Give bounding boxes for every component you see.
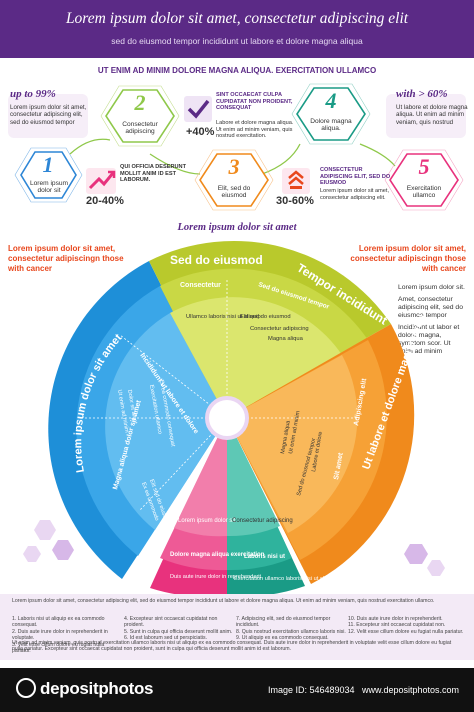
step-hex-3[interactable] <box>194 149 274 211</box>
hex-decorations <box>23 520 445 576</box>
orange-inner-label: Sit amet <box>333 452 345 481</box>
footnote-col-2: 4. Excepteur sint occaecat cupidatat non… <box>124 616 234 642</box>
double-arrow-up-icon <box>282 168 310 194</box>
step-number-5: 5 <box>418 154 430 179</box>
footnote-item: 6. Id est laborum sed ut perspiciatis. <box>124 635 208 642</box>
steps-diagram <box>8 83 466 211</box>
footnote-item: 10. Duis aute irure dolor in reprehender… <box>348 616 443 622</box>
lime-outer-label-a: Sed do eiusmod <box>170 253 263 267</box>
right-list-item-3: Incididunt ut labor et dolore magna, sym… <box>398 324 460 355</box>
lime-note-2: Elit sed do eiusmod <box>240 314 291 320</box>
stat-a-value: 20-40% <box>86 195 124 207</box>
blue-note-3: Dolor sit amet <box>126 389 138 424</box>
footnote-item: 8. Quis nostrud exercitation ullamco lab… <box>236 628 346 635</box>
footnote-outro: Ut enim ad minim veniam, quis nostrud ex… <box>12 640 452 653</box>
teal-label-c: Exercitation ullamco laboris nisi ut ali… <box>234 576 336 582</box>
lime-mid-label-a: Consectetur <box>180 282 221 289</box>
step-label-3: Elit, sed do eiusmod <box>217 185 251 200</box>
footnote-item: 7. Adipiscing elit, sed do eiusmod tempo… <box>236 616 331 629</box>
footnote-item: 4. Excepteur sint occaecat cupidatat non… <box>124 616 218 629</box>
right-note: Lorem ipsum dolor sit amet, consectetur … <box>350 244 466 273</box>
pink-label-c: Duis aute irure dolor in reprehenderit <box>170 574 262 580</box>
footnote-item: 3. Velit esse cillum dolore eu fugiat nu… <box>12 641 105 655</box>
trend-up-icon <box>86 168 116 194</box>
header-banner: Lorem ipsum dolor sit amet, consectetur … <box>0 0 474 58</box>
up-to-box <box>8 94 88 138</box>
left-note: Lorem ipsum dolor sit amet, consectetur … <box>8 244 124 273</box>
pink-label-a: Lorem ipsum dolor sit <box>178 518 236 524</box>
footnotes: Lorem ipsum dolor sit amet, consectetur … <box>0 594 474 660</box>
with-more-box <box>386 94 466 138</box>
stat-c-value: 30-60% <box>276 195 314 207</box>
right-list: Lorem ipsum dolor sit. Amet, consectetur… <box>398 284 466 356</box>
step-label-4: Dolore magna aliqua. <box>310 118 352 133</box>
stat-b-heading: SINT OCCAECAT CULPA CUPIDATAT NON PROIDE… <box>216 92 293 112</box>
footnote-col-4: 10. Duis aute irure dolor in reprehender… <box>348 616 464 635</box>
lime-note-3: Magna aliqua <box>268 336 304 342</box>
right-list-item-1: Lorem ipsum dolor sit. <box>398 284 465 291</box>
step-hex-2[interactable] <box>100 85 180 147</box>
step-number-1: 1 <box>42 152 54 177</box>
footnote-item: 2. Duis aute irure dolor in reprehenderi… <box>12 628 108 642</box>
up-to-text: Lorem ipsum dolor sit amet, consectetur … <box>10 104 87 126</box>
step-label-5: Exercitation ullamco <box>406 185 442 200</box>
step-number-3: 3 <box>228 154 240 179</box>
footnote-item: 12. Velit esse cillum dolore eu fugiat n… <box>348 628 464 635</box>
footnote-col-3: 7. Adipiscing elit, sed do eiusmod tempo… <box>236 616 346 642</box>
stat-c-text: Lorem ipsum dolor sit amet, consectetur … <box>320 188 390 201</box>
brand-bar: depositphotos Image ID: 546489034 www.de… <box>0 668 474 712</box>
brand-logo-text: depositphotos <box>40 679 154 698</box>
lime-note-1: Ullamco laboris nisi ut aliquip <box>186 314 261 320</box>
step-hex-4[interactable] <box>291 83 371 145</box>
with-more-title: with > 60% <box>396 88 448 100</box>
step-number-2: 2 <box>134 90 146 115</box>
footnote-col-1: 1. Laboris nisi ut aliquip ex ea commodo… <box>12 616 122 654</box>
teal-label-a: Consectetur adipiscing <box>232 518 293 524</box>
step-hex-5[interactable] <box>384 149 464 211</box>
checkmark-icon <box>184 96 212 122</box>
image-id: Image ID: 546489034 <box>268 685 355 695</box>
wheel-diagram: Lorem ipsum dolor sit amet Sed do eiusmo… <box>23 240 445 595</box>
orange-note-4: Magna aliqua <box>280 419 292 454</box>
up-to-title: up to 99% <box>10 88 56 100</box>
right-list-item-2: Amet, consectetur adipiscing elit, sed d… <box>398 296 463 319</box>
footnote-item: 1. Laboris nisi ut aliquip ex ea commodo… <box>12 616 105 629</box>
stat-b-text: Labore et dolore magna aliqua. Ut enim a… <box>216 120 294 140</box>
step-label-2: Consectetur adipiscing <box>122 121 158 136</box>
step-hex-1[interactable] <box>14 147 83 203</box>
step-label-1: Lorem ipsum dolor sit <box>29 180 69 195</box>
pink-label-b: Dolore magna aliqua exercitation <box>170 552 265 558</box>
section-headline: UT ENIM AD MINIM DOLORE MAGNA ALIQUA. EX… <box>97 66 377 75</box>
with-more-text: Ut labore et dolore magna aliqua. Ut eni… <box>396 104 468 126</box>
page-title: Lorem ipsum dolor sit amet, consectetur … <box>65 10 409 27</box>
step-number-4: 4 <box>325 88 337 113</box>
footnote-item: 5. Sunt in culpa qui officia deserunt mo… <box>124 628 233 635</box>
stat-a-heading: QUI OFFICIA DESERUNT MOLLIT ANIM ID EST … <box>120 164 186 184</box>
footnote-item: 9. Ut aliquip ex ea commodo consequat. <box>236 635 329 642</box>
teal-label-b: Laboris nisi ut <box>244 554 285 560</box>
wheel-hub <box>205 396 249 440</box>
lime-note-4: Consectetur adipiscing <box>250 326 309 332</box>
logo-mark-icon <box>16 678 36 698</box>
brand-logo[interactable]: depositphotos <box>16 678 154 699</box>
wheel-title: Lorem ipsum dolor sit amet <box>177 222 297 233</box>
brand-url[interactable]: www.depositphotos.com <box>362 685 460 695</box>
stat-b-value: +40% <box>186 126 215 138</box>
page-subtitle: sed do eiusmod tempor incididunt ut labo… <box>111 36 363 46</box>
footnote-item: 11. Excepteur sint occaecat cupidatat no… <box>348 622 446 629</box>
flow-arrows <box>69 138 396 175</box>
footnote-intro: Lorem ipsum dolor sit amet, consectetur … <box>12 598 435 604</box>
stat-c-heading: CONSECTETUR ADIPISCING ELIT, SED DO EIUS… <box>320 167 391 187</box>
